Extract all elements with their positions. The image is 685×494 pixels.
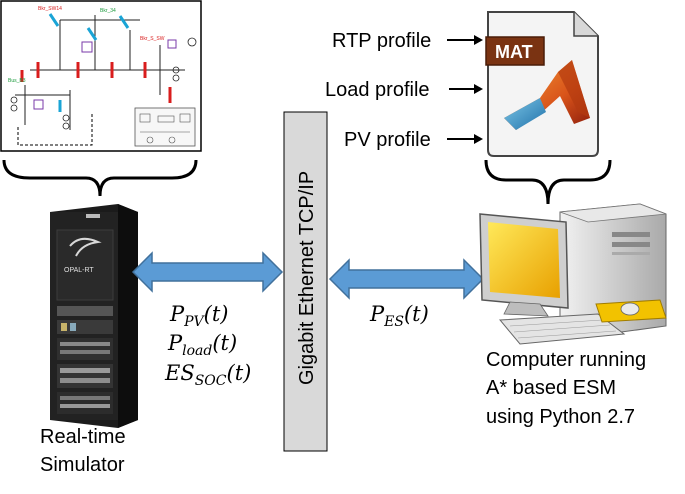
signal-p-pv: PPV(t): [169, 302, 229, 330]
simulator-label-line-2: Simulator: [40, 454, 125, 476]
left-double-arrow: [131, 251, 284, 293]
svg-text:Bkr_SW14: Bkr_SW14: [38, 6, 62, 12]
simulator-label-line-1: Real-time: [40, 426, 126, 448]
profile-label-load: Load profile: [325, 79, 430, 101]
computer-label-line-3: using Python 2.7: [486, 406, 635, 428]
network-label: Gigabit Ethernet TCP/IP: [296, 171, 318, 385]
network-box: Gigabit Ethernet TCP/IP: [283, 111, 328, 452]
svg-text:Bus_B3: Bus_B3: [8, 78, 26, 84]
left-brace: [2, 159, 198, 197]
profile-label-rtp: RTP profile: [332, 30, 431, 52]
right-brace: [484, 159, 612, 205]
rack-brand-logo: OPAL-RT: [64, 267, 94, 274]
right-double-arrow: [328, 258, 485, 300]
computer-label-line-2: A* based ESM: [486, 377, 616, 399]
svg-text:Bkr_S_SW: Bkr_S_SW: [140, 36, 165, 42]
signal-p-es: PES(t): [369, 302, 429, 330]
svg-text:Bkr_34: Bkr_34: [100, 8, 116, 14]
grid-schematic-image: Bkr_SW14 Bkr_34 Bkr_S_SW Bus_B3: [0, 0, 202, 152]
matlab-file-icon: MAT: [485, 11, 599, 157]
profile-label-pv: PV profile: [344, 129, 431, 151]
computer-label-line-1: Computer running: [486, 349, 646, 371]
signal-es-soc: ESSOC(t): [164, 361, 251, 389]
computer-icon: [479, 203, 667, 345]
profile-arrows: [447, 35, 483, 144]
left-signals: PPV(t) Pload(t) ESSOC(t): [164, 302, 251, 389]
real-time-simulator-rack-icon: OPAL-RT: [50, 204, 138, 428]
signal-p-load: Pload(t): [167, 331, 237, 359]
mat-badge: MAT: [495, 42, 533, 62]
